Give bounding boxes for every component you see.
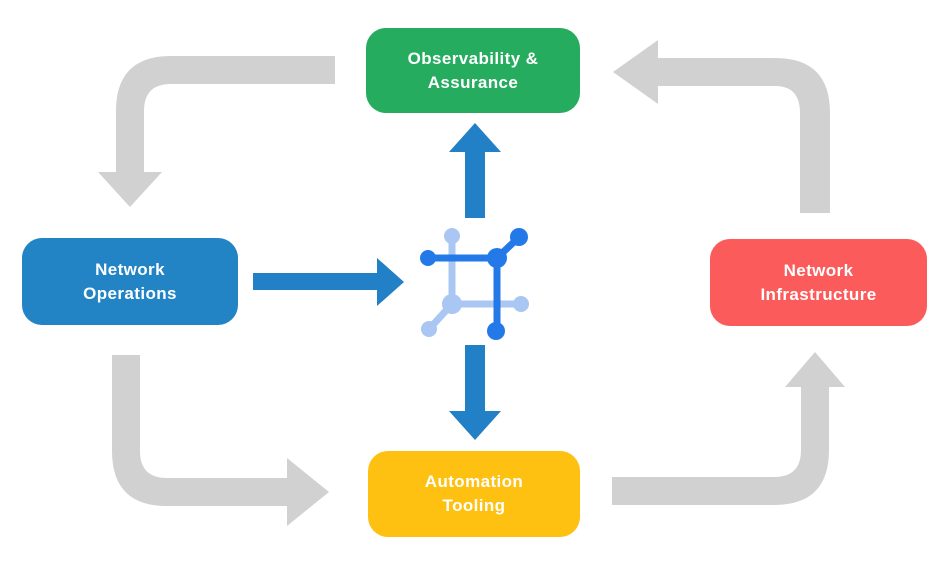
node-label-line: Automation (424, 472, 524, 491)
hub-dot-left (420, 250, 436, 266)
node-automation-tooling: Automation Tooling (368, 451, 580, 537)
arrow-operations-to-automation (112, 355, 329, 526)
hub-dot-top (444, 228, 460, 244)
hub-dot-bottom (487, 322, 505, 340)
node-label-line: Tooling (442, 496, 506, 515)
node-label-line: Observability & (407, 48, 539, 68)
hub-dot-bottom-left (421, 321, 437, 337)
node-label-line: Operations (83, 283, 177, 303)
network-hub-icon-dark-lines (420, 228, 528, 340)
hub-dot-right (513, 296, 529, 312)
node-observability-assurance: Observability & Assurance (366, 28, 580, 113)
node-label-line: Network (783, 260, 854, 280)
arrow-automation-to-infrastructure (612, 352, 845, 505)
node-network-operations: Network Operations (22, 238, 238, 325)
hub-node-bottom-left (442, 294, 462, 314)
node-network-infrastructure: Network Infrastructure (710, 239, 927, 326)
hub-node-top-right (487, 248, 507, 268)
node-label-line: Network (95, 259, 165, 279)
arrow-hub-to-observability (449, 123, 501, 218)
node-label-line: Assurance (427, 72, 519, 92)
network-hub-icon (420, 228, 529, 340)
arrow-observability-to-operations (98, 56, 335, 207)
arrow-infrastructure-to-observability (613, 40, 830, 213)
arrow-operations-to-hub (253, 258, 404, 306)
hub-dot-top-right (510, 228, 528, 246)
node-label-line: Infrastructure (760, 284, 877, 304)
arrow-hub-to-automation (449, 345, 501, 440)
network-hub-icon-light-lines (421, 228, 529, 337)
